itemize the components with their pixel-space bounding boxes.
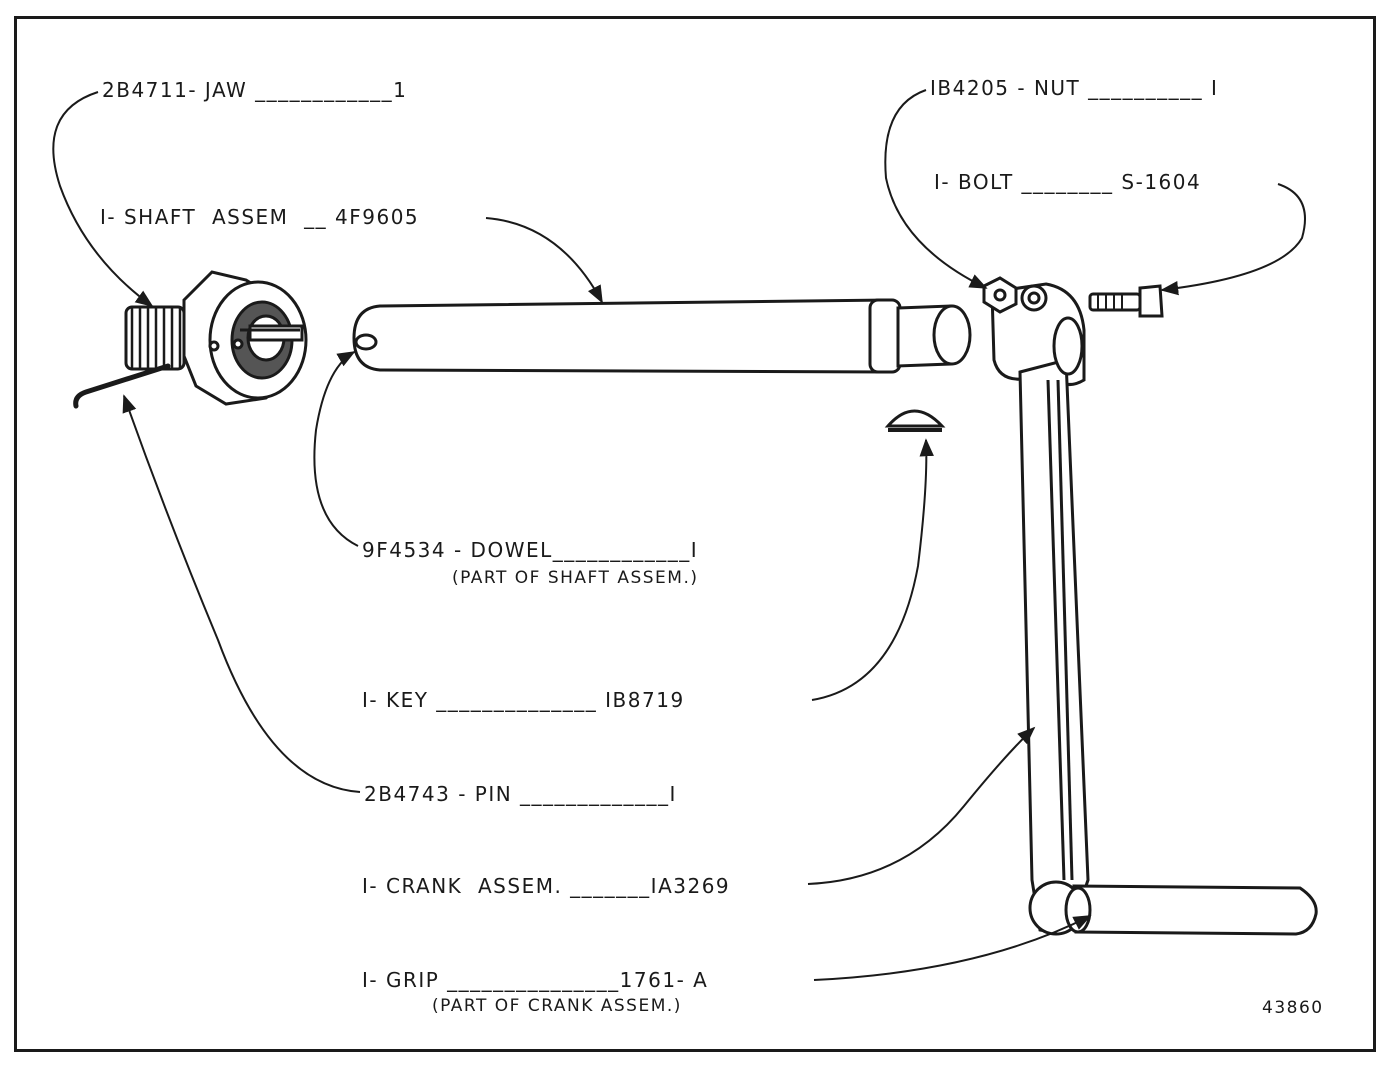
bolt-part bbox=[1088, 284, 1164, 318]
pin-part bbox=[73, 363, 171, 409]
leader-jaw bbox=[52, 91, 154, 308]
leader-dowel bbox=[313, 351, 359, 547]
key-part bbox=[884, 409, 946, 428]
label-grip: I- GRIP _______________1761- A bbox=[362, 968, 709, 992]
leader-pin bbox=[122, 394, 361, 793]
grip-part bbox=[1064, 884, 1318, 936]
label-nut: IB4205 - NUT __________ I bbox=[930, 76, 1219, 100]
leader-crank bbox=[807, 726, 1036, 885]
leader-nut bbox=[884, 89, 988, 289]
crank-part bbox=[990, 282, 1090, 936]
dowel-part bbox=[354, 333, 378, 351]
label-grip-note: (PART OF CRANK ASSEM.) bbox=[432, 996, 682, 1016]
figure-number: 43860 bbox=[1262, 998, 1324, 1018]
leader-bolt bbox=[1160, 183, 1306, 296]
label-bolt: I- BOLT ________ S-1604 bbox=[934, 170, 1202, 194]
label-dowel-note: (PART OF SHAFT ASSEM.) bbox=[452, 568, 699, 588]
label-key: I- KEY ______________ IB8719 bbox=[362, 688, 685, 712]
label-shaft-assembly: I- SHAFT ASSEM __ 4F9605 bbox=[100, 205, 420, 229]
label-pin: 2B4743 - PIN _____________I bbox=[364, 782, 677, 806]
label-jaw: 2B4711- JAW ____________1 bbox=[102, 78, 408, 102]
jaw-part bbox=[124, 270, 308, 406]
shaft-part bbox=[352, 298, 972, 374]
label-dowel: 9F4534 - DOWEL____________I bbox=[362, 538, 699, 562]
diagram-frame bbox=[14, 16, 1376, 1052]
leader-shaft bbox=[485, 217, 603, 304]
leader-grip bbox=[813, 915, 1092, 981]
leader-key bbox=[811, 438, 934, 701]
label-crank-assembly: I- CRANK ASSEM. _______IA3269 bbox=[362, 874, 731, 898]
nut-part bbox=[982, 276, 1018, 314]
